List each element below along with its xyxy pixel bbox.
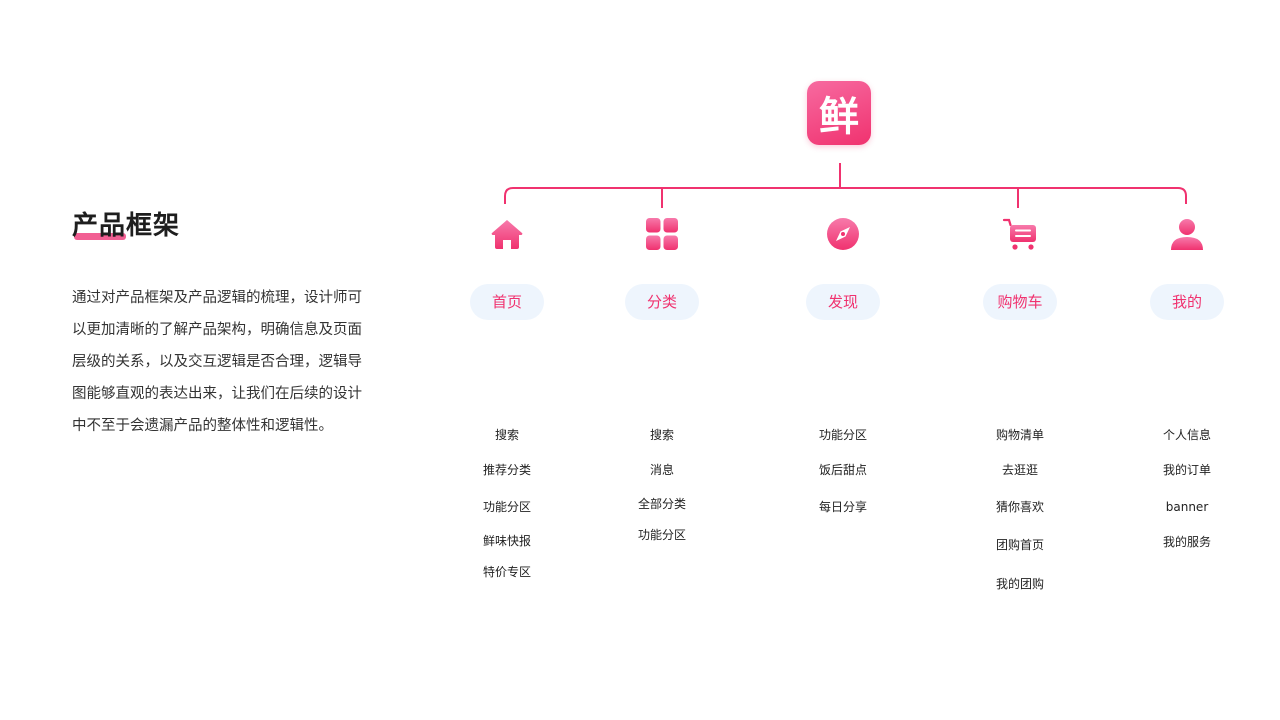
tab-discover[interactable]: 发现: [806, 284, 880, 320]
list-item: 全部分类: [637, 497, 686, 511]
list-item: 去逛逛: [1001, 463, 1038, 477]
list-item: 鲜味快报: [482, 534, 531, 548]
list-item: 我的团购: [995, 577, 1044, 591]
logo-text: 鲜: [819, 94, 859, 140]
list-item: 猜你喜欢: [995, 500, 1044, 514]
column-cart: 购物车 购物清单 去逛逛 猜你喜欢 团购首页 我的团购: [960, 214, 1080, 591]
list-item: 个人信息: [1162, 428, 1211, 442]
page-title: 产品框架: [72, 211, 181, 241]
list-item: 消息: [649, 463, 674, 477]
list-item: 搜索: [494, 428, 519, 442]
grid-icon: [642, 214, 682, 254]
user-icon: [1167, 214, 1207, 254]
list-item: 特价专区: [482, 565, 531, 579]
list-item: 饭后甜点: [818, 463, 867, 477]
tab-category[interactable]: 分类: [625, 284, 699, 320]
tab-home[interactable]: 首页: [470, 284, 544, 320]
list-item: 我的服务: [1162, 535, 1211, 549]
list-item: 团购首页: [995, 538, 1044, 552]
column-home: 首页 搜索 推荐分类 功能分区 鲜味快报 特价专区: [447, 214, 567, 579]
compass-icon: [823, 214, 863, 254]
app-logo-icon: 鲜: [807, 81, 871, 145]
list-item: 功能分区: [637, 528, 686, 542]
list-item: 功能分区: [818, 428, 867, 442]
list-item: banner: [1165, 500, 1209, 514]
list-item: 功能分区: [482, 500, 531, 514]
cart-icon: [1000, 214, 1040, 254]
tab-mine[interactable]: 我的: [1150, 284, 1224, 320]
list-item: 购物清单: [995, 428, 1044, 442]
list-item: 搜索: [649, 428, 674, 442]
branch-bar: [504, 187, 1187, 204]
tab-cart[interactable]: 购物车: [983, 284, 1057, 320]
list-item: 我的订单: [1162, 463, 1211, 477]
home-icon: [487, 214, 527, 254]
section-heading: 产品框架: [72, 208, 180, 244]
column-discover: 发现 功能分区 饭后甜点 每日分享: [783, 214, 903, 514]
column-category: 分类 搜索 消息 全部分类 功能分区: [602, 214, 722, 542]
list-item: 每日分享: [818, 500, 867, 514]
intro-description: 通过对产品框架及产品逻辑的梳理，设计师可以更加清晰的了解产品架构，明确信息及页面…: [72, 290, 362, 434]
column-mine: 我的 个人信息 我的订单 banner 我的服务: [1127, 214, 1247, 549]
list-item: 推荐分类: [482, 463, 531, 477]
title-underline: [74, 233, 126, 240]
